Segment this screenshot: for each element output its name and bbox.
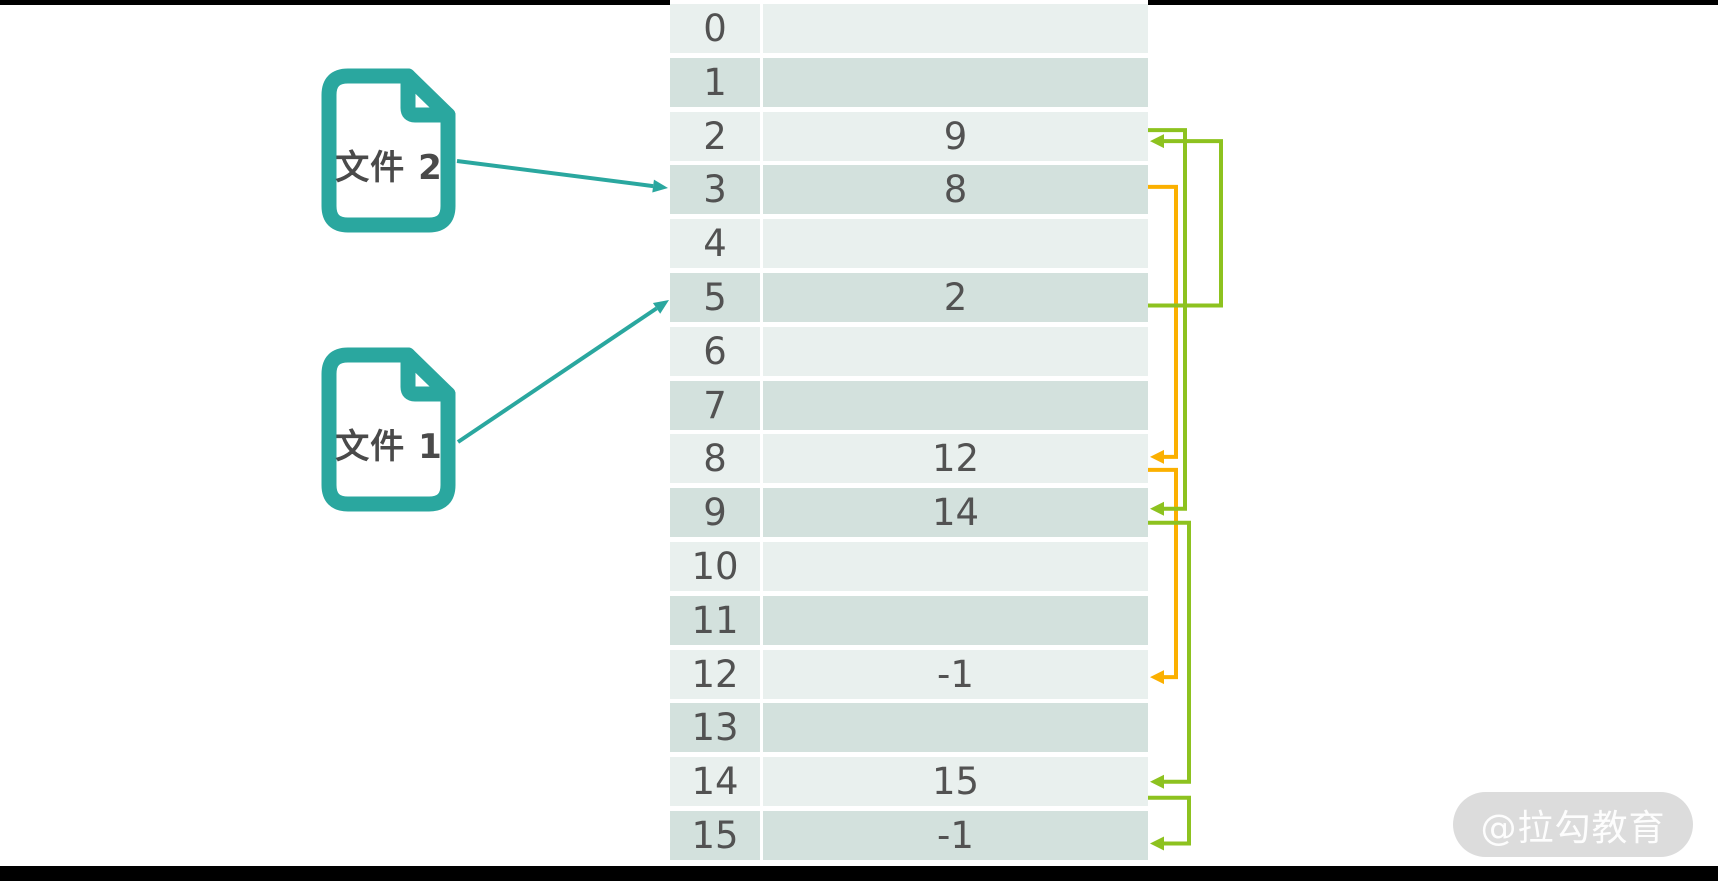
row-index-cell: 6: [670, 326, 760, 376]
row-value-cell: [763, 326, 1148, 376]
table-row: 4: [0, 219, 1718, 269]
table-row: 1: [0, 57, 1718, 107]
row-value-cell: [763, 57, 1148, 107]
row-index-cell: 7: [670, 380, 760, 430]
table-row: 7: [0, 380, 1718, 430]
table-row: 6: [0, 326, 1718, 376]
table-row: 15-1: [0, 811, 1718, 860]
row-value-cell: [763, 380, 1148, 430]
row-index-cell: 14: [670, 757, 760, 807]
file-label-2: 文件 2: [335, 148, 443, 188]
row-value-cell: 9: [763, 111, 1148, 161]
table-row: 11: [0, 595, 1718, 645]
document-icon: [321, 68, 456, 233]
row-value-cell: 15: [763, 757, 1148, 807]
row-value-cell: 14: [763, 488, 1148, 538]
row-index-cell: 9: [670, 488, 760, 538]
row-value-cell: [763, 4, 1148, 53]
row-value-cell: 2: [763, 273, 1148, 322]
row-value-cell: 8: [763, 165, 1148, 215]
row-value-cell: [763, 219, 1148, 269]
row-index-cell: 10: [670, 542, 760, 591]
file-label-1: 文件 1: [335, 427, 443, 467]
row-value-cell: [763, 703, 1148, 753]
watermark-badge: @拉勾教育: [1453, 792, 1693, 857]
document-icon: [321, 347, 456, 512]
row-index-cell: 8: [670, 434, 760, 484]
row-index-cell: 3: [670, 165, 760, 215]
bottom-border-bar: [0, 866, 1718, 881]
table-row: 10: [0, 542, 1718, 591]
row-index-cell: 0: [670, 4, 760, 53]
watermark-text: @拉勾教育: [1480, 807, 1666, 849]
table-row: 0: [0, 4, 1718, 53]
file-node-2: 文件 2: [320, 68, 458, 233]
row-value-cell: 12: [763, 434, 1148, 484]
row-index-cell: 15: [670, 811, 760, 860]
table-row: 13: [0, 703, 1718, 753]
row-value-cell: [763, 542, 1148, 591]
row-index-cell: 4: [670, 219, 760, 269]
top-border-bar-right: [1148, 0, 1718, 5]
row-index-cell: 5: [670, 273, 760, 322]
row-value-cell: -1: [763, 649, 1148, 699]
row-index-cell: 2: [670, 111, 760, 161]
table-row: 12-1: [0, 649, 1718, 699]
row-index-cell: 12: [670, 649, 760, 699]
row-value-cell: -1: [763, 811, 1148, 860]
top-border-bar-left: [0, 0, 670, 5]
row-value-cell: [763, 595, 1148, 645]
row-index-cell: 11: [670, 595, 760, 645]
row-index-cell: 13: [670, 703, 760, 753]
row-index-cell: 1: [670, 57, 760, 107]
file-node-1: 文件 1: [320, 347, 458, 512]
